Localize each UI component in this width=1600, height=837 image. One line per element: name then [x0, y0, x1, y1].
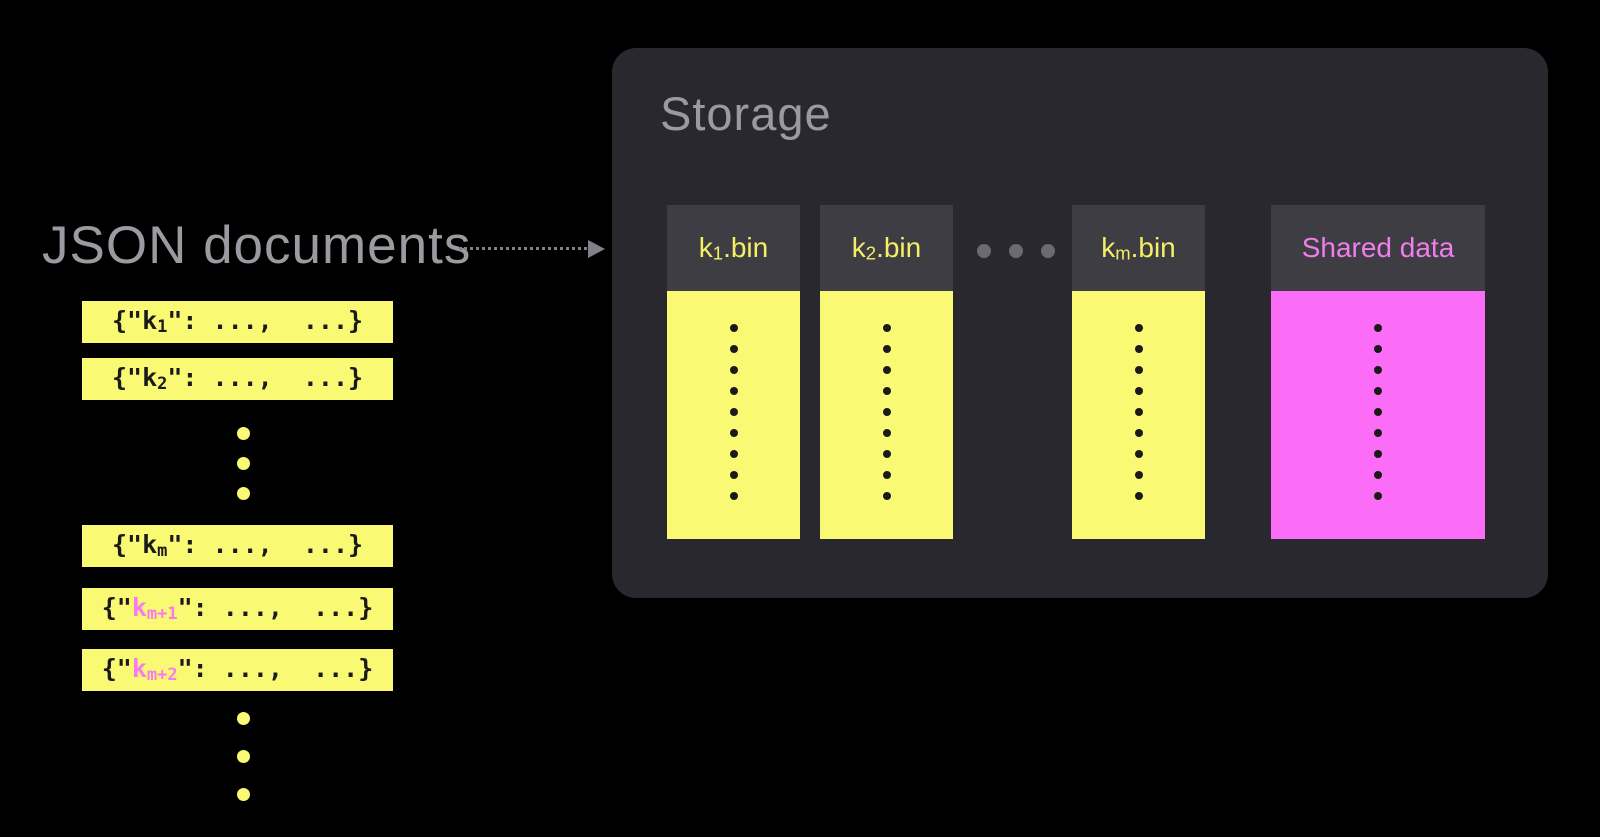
dot	[237, 427, 250, 440]
bin-header-km: km.bin	[1072, 205, 1205, 291]
json-doc-row-k1: {"k1": ..., ...}	[82, 301, 393, 343]
dot	[237, 750, 250, 763]
bin-column-k1	[667, 291, 800, 539]
dot	[237, 457, 250, 470]
dot	[882, 366, 891, 374]
dot	[729, 387, 738, 395]
bin-column-shared-data	[1271, 291, 1485, 539]
dot	[1374, 387, 1382, 395]
bin-header-shared-data: Shared data	[1271, 205, 1485, 291]
dot	[1041, 244, 1055, 258]
json-doc-row-km: {"km": ..., ...}	[82, 525, 393, 567]
json-doc-row-k2: {"k2": ..., ...}	[82, 358, 393, 400]
column-dots-km	[1072, 291, 1205, 500]
bin-header-k2: k2.bin	[820, 205, 953, 291]
dot	[1374, 450, 1382, 458]
dot	[1134, 345, 1143, 353]
bin-label-k1: k1.bin	[698, 231, 769, 264]
column-dots-shared-data	[1271, 291, 1485, 500]
bin-header-k1: k1.bin	[667, 205, 800, 291]
dot	[1134, 429, 1143, 437]
storage-panel: Storage k1.bin k2.bin km.bin Shared data	[612, 48, 1548, 598]
dot	[729, 429, 738, 437]
dot	[237, 487, 250, 500]
json-doc-row-km2: {"km+2": ..., ...}	[82, 649, 393, 691]
dot	[729, 408, 738, 416]
dot	[882, 471, 891, 479]
dot	[1134, 450, 1143, 458]
json-doc-code: {"km+1": ..., ...}	[101, 593, 374, 625]
dot	[729, 450, 738, 458]
dot	[882, 345, 891, 353]
column-dots-k2	[820, 291, 953, 500]
dot	[882, 408, 891, 416]
json-doc-code: {"km": ..., ...}	[111, 530, 364, 562]
dot	[1134, 471, 1143, 479]
dot	[882, 450, 891, 458]
dot	[1134, 492, 1143, 500]
dot	[729, 366, 738, 374]
dot	[1374, 471, 1382, 479]
dot	[882, 429, 891, 437]
json-doc-row-km1: {"km+1": ..., ...}	[82, 588, 393, 630]
dot	[1374, 345, 1382, 353]
arrow-head-icon	[588, 240, 605, 258]
dot	[1009, 244, 1023, 258]
dot	[1374, 408, 1382, 416]
ellipsis-vertical-bottom-icon	[237, 712, 250, 801]
dot	[1374, 429, 1382, 437]
storage-title: Storage	[660, 87, 832, 140]
dot	[882, 324, 891, 332]
ellipsis-horizontal-icon	[977, 244, 1055, 258]
bin-label-k2: k2.bin	[851, 231, 922, 264]
dot	[1374, 366, 1382, 374]
dot	[237, 788, 250, 801]
json-doc-code: {"k2": ..., ...}	[111, 363, 364, 395]
dot	[1134, 366, 1143, 374]
dot	[1374, 492, 1382, 500]
dot	[729, 324, 738, 332]
dot	[977, 244, 991, 258]
bin-label-km: km.bin	[1101, 231, 1176, 264]
json-doc-code: {"km+2": ..., ...}	[101, 654, 374, 686]
dot	[237, 712, 250, 725]
json-doc-code: {"k1": ..., ...}	[111, 306, 364, 338]
dot	[729, 492, 738, 500]
dot	[1134, 387, 1143, 395]
dot	[729, 471, 738, 479]
bin-label-shared-data: Shared data	[1301, 232, 1455, 263]
column-dots-k1	[667, 291, 800, 500]
bin-column-k2	[820, 291, 953, 539]
dot	[1374, 324, 1382, 332]
dot	[882, 492, 891, 500]
json-documents-label: JSON documents	[42, 216, 472, 275]
dot	[1134, 408, 1143, 416]
arrow-dotted-line	[459, 247, 587, 250]
dot	[882, 387, 891, 395]
bin-column-km	[1072, 291, 1205, 539]
ellipsis-vertical-top-icon	[237, 427, 250, 500]
dot	[1134, 324, 1143, 332]
dot	[729, 345, 738, 353]
